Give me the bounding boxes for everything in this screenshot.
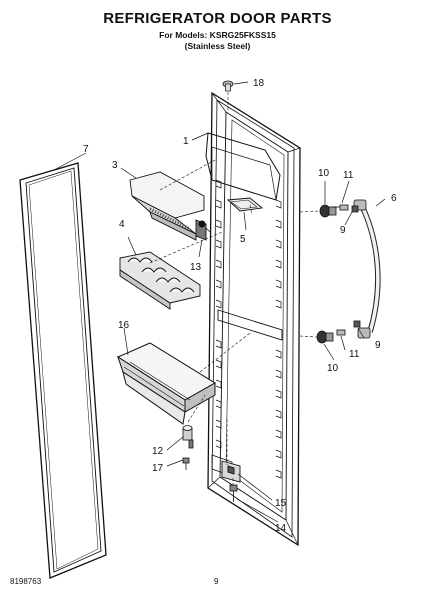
handle-setscrew-lower	[353, 320, 361, 328]
door-liner	[205, 91, 301, 547]
callout-7: 7	[83, 144, 89, 155]
door-gasket	[19, 162, 107, 579]
callout-14: 14	[275, 523, 287, 534]
callout-17: 17	[152, 463, 164, 474]
door-bin	[116, 342, 216, 425]
callout-10-lower: 10	[327, 363, 339, 374]
handle-screw-upper	[332, 204, 349, 211]
callout-1: 1	[183, 136, 189, 147]
handle-stud-lower	[316, 330, 334, 344]
leader-lines	[53, 81, 386, 523]
assembly-lines	[149, 92, 321, 486]
page-title: REFRIGERATOR DOOR PARTS	[103, 10, 332, 27]
hinge-bushing	[182, 425, 194, 449]
callout-11-lower: 11	[349, 349, 360, 360]
callout-9-lower: 9	[375, 340, 381, 351]
callout-10-upper: 10	[318, 168, 330, 179]
egg-tray	[119, 251, 201, 310]
dairy-door	[129, 171, 211, 241]
hinge-screw-17	[182, 457, 190, 470]
callout-18: 18	[253, 78, 265, 89]
callout-13: 13	[190, 262, 202, 273]
callout-4: 4	[119, 219, 125, 230]
callout-15: 15	[275, 498, 287, 509]
callout-11-upper: 11	[343, 170, 354, 181]
models-line: For Models: KSRG25FKSS15	[159, 30, 276, 40]
shelf-part-5	[226, 197, 264, 212]
bottom-hinge-bracket	[221, 460, 241, 483]
callout-5: 5	[240, 234, 246, 245]
door-handle	[353, 199, 381, 339]
handle-setscrew-upper	[351, 205, 359, 213]
callout-9-upper: 9	[340, 225, 346, 236]
finish-line: (Stainless Steel)	[184, 41, 251, 51]
callout-12: 12	[152, 446, 164, 457]
page-number: 9	[214, 577, 219, 586]
plug-part-18	[222, 80, 234, 92]
hinge-screw-14	[229, 484, 238, 502]
callout-16: 16	[118, 320, 130, 331]
handle-screw-lower	[336, 329, 346, 336]
callout-labels: 1 3 4 5 6 7 9 9 10 10 11 11 12 13 14 15 …	[83, 78, 397, 534]
callout-3: 3	[112, 160, 118, 171]
document-number: 8198763	[10, 577, 42, 586]
callout-6: 6	[391, 193, 397, 204]
